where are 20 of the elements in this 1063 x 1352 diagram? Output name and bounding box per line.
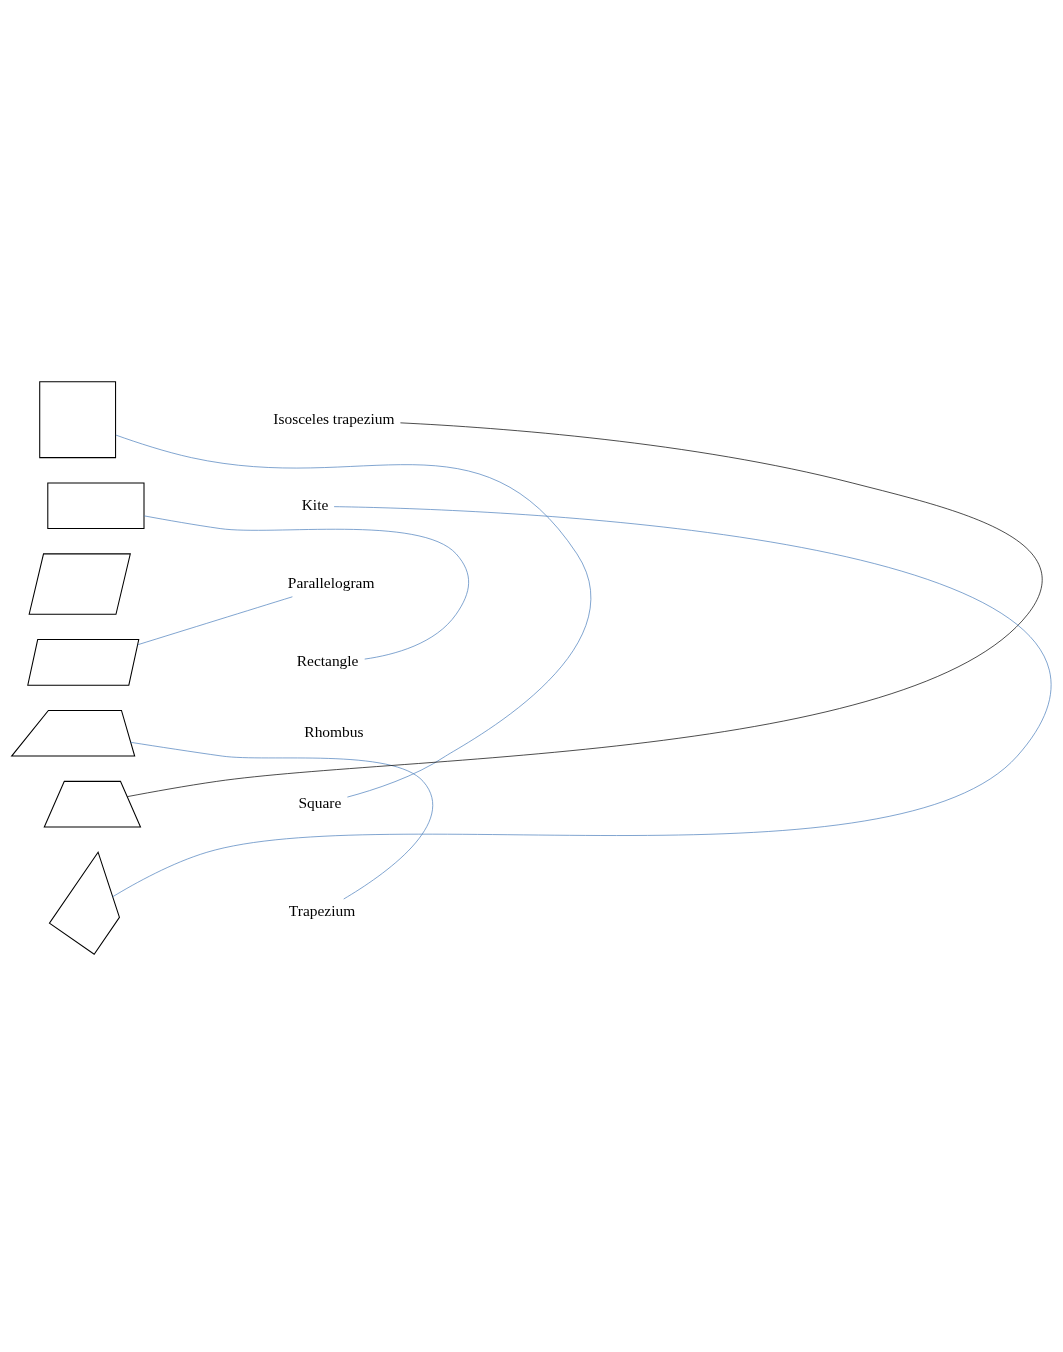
- node-kite: [48, 850, 121, 955]
- node-trapezoid: [43, 780, 142, 828]
- node-text: Rectangle: [296, 651, 359, 669]
- node-text: Rhombus: [304, 722, 364, 740]
- node-square: [39, 380, 117, 458]
- connector: [112, 505, 1049, 897]
- node-text: Kite: [301, 495, 329, 513]
- node-parallelogram: [27, 638, 140, 686]
- node-text: Parallelogram: [287, 573, 375, 591]
- connector: [127, 422, 1043, 797]
- node-text: Isosceles trapezium: [273, 409, 395, 427]
- node-trapezium: [10, 709, 136, 757]
- connector: [137, 595, 293, 645]
- node-text: Square: [298, 793, 342, 811]
- node-text: Trapezium: [288, 901, 356, 919]
- node-rhombus: [28, 552, 131, 615]
- connector: [143, 515, 469, 659]
- connector: [130, 741, 434, 899]
- connector: [115, 434, 592, 797]
- node-rectangle: [47, 481, 145, 529]
